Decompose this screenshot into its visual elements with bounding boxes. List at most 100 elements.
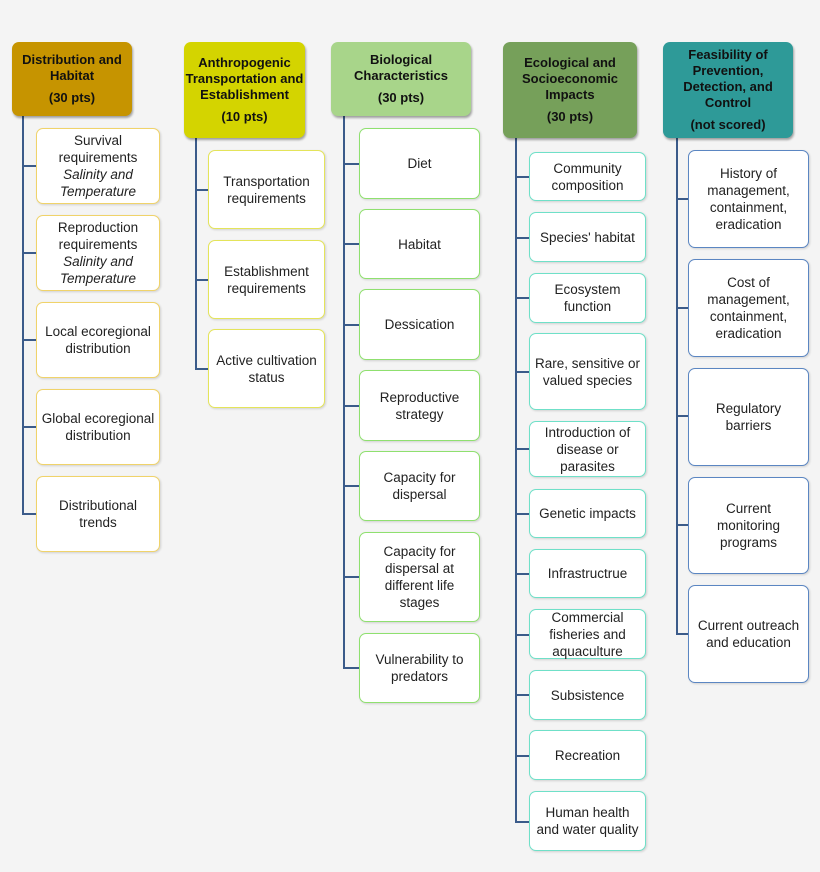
connector-tick xyxy=(22,252,36,254)
item-label: Reproductive strategy xyxy=(379,389,460,422)
connector-tick xyxy=(676,524,688,526)
connector-tick xyxy=(676,415,688,417)
item-label: Local ecoregional distribution xyxy=(45,324,151,356)
header-feasibility: Feasibility of Prevention, Detection, an… xyxy=(663,42,793,138)
item-label: Capacity for dispersal xyxy=(383,470,456,502)
connector-line xyxy=(195,138,197,370)
item-commercial-fisheries: Commercial fisheries and aquaculture xyxy=(529,609,646,659)
item-label: Human health and water quality xyxy=(536,805,639,837)
item-label: Dessication xyxy=(384,317,455,332)
connector-tick xyxy=(676,198,688,200)
item-capacity-for-dispersal-life-stages: Capacity for dispersal at different life… xyxy=(359,532,480,622)
header-title: Distribution and Habitat xyxy=(22,52,122,83)
header-transport: Anthropogenic Transportation and Establi… xyxy=(184,42,305,138)
item-ecosystem-function: Ecosystem function xyxy=(529,273,646,323)
item-label: Reproduction requirements xyxy=(57,220,139,252)
item-infrastructure: Infrastructrue xyxy=(529,549,646,598)
item-regulatory-barriers: Regulatory barriers xyxy=(688,368,809,466)
item-label: Transportation requirements xyxy=(223,173,310,206)
item-survival-requirements: Survival requirements Salinity and Tempe… xyxy=(36,128,160,204)
connector-line xyxy=(515,138,517,823)
item-label: Subsistence xyxy=(550,687,625,703)
connector-tick xyxy=(515,821,529,823)
connector-tick xyxy=(22,165,36,167)
item-label: Regulatory barriers xyxy=(715,401,782,433)
connector-line xyxy=(22,116,24,515)
item-label: Current monitoring programs xyxy=(716,501,781,550)
connector-tick xyxy=(343,576,359,578)
item-reproduction-requirements: Reproduction requirements Salinity and T… xyxy=(36,215,160,291)
item-capacity-for-dispersal: Capacity for dispersal xyxy=(359,451,480,521)
header-biological: Biological Characteristics (30 pts) xyxy=(331,42,471,116)
item-label: Capacity for dispersal at different life… xyxy=(383,544,456,610)
item-subsistence: Subsistence xyxy=(529,670,646,720)
item-current-monitoring-programs: Current monitoring programs xyxy=(688,477,809,574)
item-label: Rare, sensitive or valued species xyxy=(534,355,641,388)
item-label: Active cultivation status xyxy=(216,352,317,385)
connector-tick xyxy=(343,667,359,669)
connector-tick xyxy=(515,573,529,575)
connector-tick xyxy=(515,448,529,450)
connector-tick xyxy=(195,189,208,191)
item-global-ecoregional-distribution: Global ecoregional distribution xyxy=(36,389,160,465)
connector-tick xyxy=(343,243,359,245)
connector-tick xyxy=(343,324,359,326)
header-title: Anthropogenic Transportation and Establi… xyxy=(185,55,304,102)
connector-tick xyxy=(515,513,529,515)
connector-tick xyxy=(515,694,529,696)
connector-tick xyxy=(515,371,529,373)
item-label: Introduction of disease or parasites xyxy=(544,424,631,474)
connector-line xyxy=(676,138,678,635)
header-distribution: Distribution and Habitat (30 pts) xyxy=(12,42,132,116)
item-label: Diet xyxy=(407,156,432,171)
item-label: Genetic impacts xyxy=(539,506,636,521)
connector-tick xyxy=(195,368,208,370)
header-points: (10 pts) xyxy=(221,109,268,124)
item-label: Habitat xyxy=(398,236,441,252)
item-reproductive-strategy: Reproductive strategy xyxy=(359,370,480,441)
connector-tick xyxy=(343,163,359,165)
connector-tick xyxy=(22,339,36,341)
item-local-ecoregional-distribution: Local ecoregional distribution xyxy=(36,302,160,378)
item-label: Recreation xyxy=(554,747,621,763)
item-vulnerability-to-predators: Vulnerability to predators xyxy=(359,633,480,703)
header-points: (not scored) xyxy=(690,117,766,132)
item-label: Current outreach and education xyxy=(697,618,800,650)
item-label: Community composition xyxy=(551,160,624,193)
item-label: Global ecoregional distribution xyxy=(41,411,155,443)
connector-tick xyxy=(515,755,529,757)
item-community-composition: Community composition xyxy=(529,152,646,201)
item-recreation: Recreation xyxy=(529,730,646,780)
connector-line xyxy=(343,116,345,669)
header-title: Feasibility of Prevention, Detection, an… xyxy=(683,47,773,110)
connector-tick xyxy=(515,634,529,636)
item-label: Commercial fisheries and aquaculture xyxy=(549,609,626,659)
item-establishment-requirements: Establishment requirements xyxy=(208,240,325,319)
item-diet: Diet xyxy=(359,128,480,199)
item-introduction-of-disease: Introduction of disease or parasites xyxy=(529,421,646,477)
connector-tick xyxy=(343,485,359,487)
header-points: (30 pts) xyxy=(377,90,425,105)
header-points: (30 pts) xyxy=(48,90,96,105)
item-label: Species' habitat xyxy=(540,229,635,245)
item-current-outreach-education: Current outreach and education xyxy=(688,585,809,683)
item-sublabel: Salinity and Temperature xyxy=(59,254,137,286)
item-sublabel: Salinity and Temperature xyxy=(59,167,137,199)
item-cost-of-management: Cost of management, containment, eradica… xyxy=(688,259,809,357)
connector-tick xyxy=(676,307,688,309)
connector-tick xyxy=(676,633,688,635)
connector-tick xyxy=(515,176,529,178)
item-label: Infrastructrue xyxy=(547,566,628,581)
item-distributional-trends: Distributional trends xyxy=(36,476,160,552)
connector-tick xyxy=(515,297,529,299)
item-label: History of management, containment, erad… xyxy=(707,166,790,232)
item-transportation-requirements: Transportation requirements xyxy=(208,150,325,229)
connector-tick xyxy=(343,405,359,407)
item-label: Distributional trends xyxy=(58,498,138,530)
item-label: Survival requirements xyxy=(58,133,138,165)
item-genetic-impacts: Genetic impacts xyxy=(529,489,646,538)
connector-tick xyxy=(22,513,36,515)
item-active-cultivation-status: Active cultivation status xyxy=(208,329,325,408)
item-label: Establishment requirements xyxy=(224,263,309,296)
item-human-health: Human health and water quality xyxy=(529,791,646,851)
